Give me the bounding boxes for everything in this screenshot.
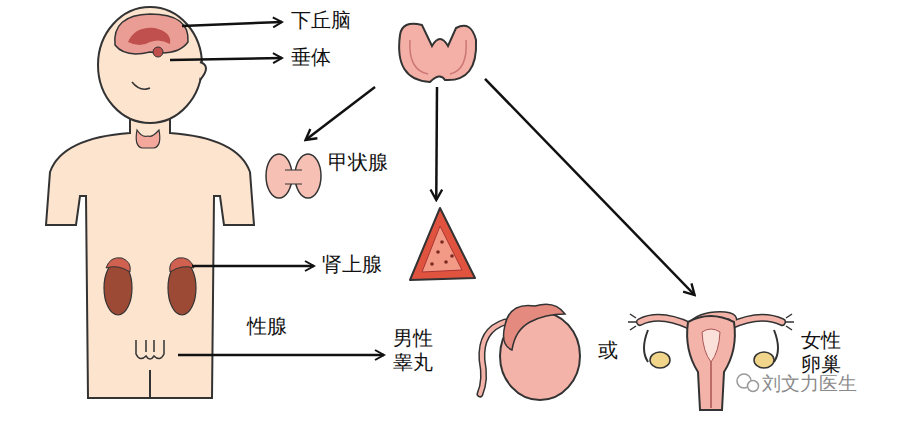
adrenal-node: 肾上腺 [318, 200, 480, 288]
node-label: 下丘脑 [291, 8, 351, 32]
hormone-arrow [435, 87, 438, 200]
or-label: 或 [598, 338, 618, 362]
testis-node: 男性 睾丸 [388, 300, 584, 400]
thyroid-node: 甲状腺 [262, 140, 407, 205]
node-label: 肾上腺 [322, 252, 382, 276]
hormone-arrow [306, 87, 376, 140]
node-label: 女性 卵巢 [801, 328, 845, 376]
gland-label: 性腺 [247, 314, 287, 338]
node-label: 男性 睾丸 [393, 326, 437, 374]
node-label: 甲状腺 [328, 150, 388, 174]
node-label: 垂体 [291, 45, 331, 69]
ovary-node: 女性 卵巢 [625, 295, 857, 413]
hormone-arrow [485, 79, 695, 295]
pituitary-node: 下丘脑垂体 [285, 5, 485, 87]
watermark: 刘文力医生 [762, 372, 857, 395]
